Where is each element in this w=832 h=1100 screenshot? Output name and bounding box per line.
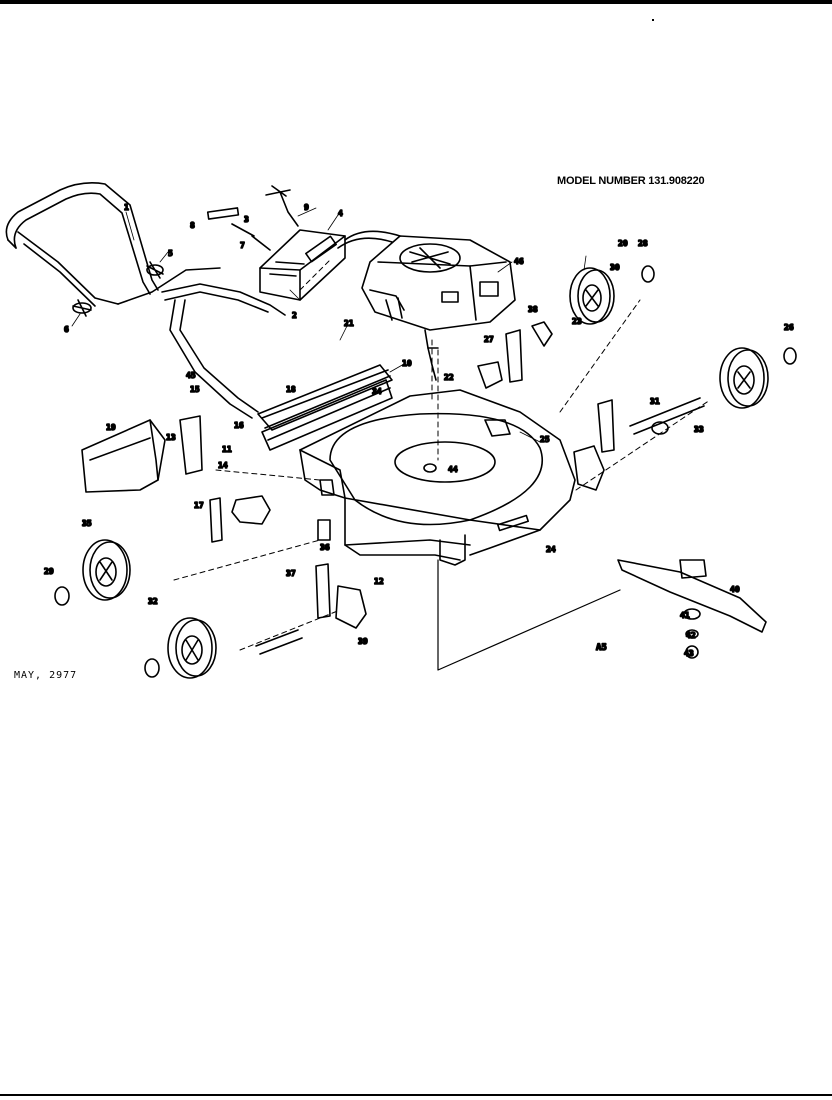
callout-33: 33 [694, 425, 704, 434]
callout-35: 35 [82, 519, 92, 528]
callout-3: 3 [244, 215, 249, 224]
blade-reference-line [437, 559, 621, 671]
callout-27: 27 [484, 335, 494, 344]
mulching-screen [257, 364, 393, 451]
top-border [0, 0, 832, 4]
callout-5: 5 [168, 249, 173, 258]
callout-45: 45 [186, 371, 196, 380]
engine [337, 230, 516, 381]
callout-6: 6 [64, 325, 69, 334]
callout-28: 28 [638, 239, 648, 248]
wheel-rear-left [144, 617, 303, 679]
callout-22: 22 [444, 373, 454, 382]
explosion-lines [173, 259, 711, 651]
callout-42: 42 [686, 631, 696, 640]
wheel-rear-right [629, 347, 797, 435]
callout-18: 18 [286, 385, 296, 394]
callout-38: 38 [528, 305, 538, 314]
callout-39: 39 [358, 637, 368, 646]
callout-2: 2 [292, 311, 297, 320]
discharge-chute [81, 419, 166, 493]
model-number-label: MODEL NUMBER 131.908220 [557, 175, 705, 187]
callout-21: 21 [344, 319, 354, 328]
callout-8: 8 [190, 221, 195, 230]
leader-lines [71, 207, 587, 443]
callout-25: 25 [540, 435, 550, 444]
callout-29: 29 [44, 567, 54, 576]
callout-1: 1 [124, 203, 129, 212]
height-adjust-brackets [179, 321, 615, 629]
callout-46: 46 [514, 257, 524, 266]
speck [652, 19, 654, 21]
callout-43: 43 [684, 649, 694, 658]
upper-handle [5, 182, 221, 307]
callout-24: 24 [546, 545, 556, 554]
starter-grip [206, 185, 299, 251]
lower-handle [161, 283, 286, 419]
callout-26: 26 [784, 323, 794, 332]
callout-11: 11 [222, 445, 232, 454]
callout-9: 9 [304, 203, 309, 212]
callout-19: 19 [106, 423, 116, 432]
callout-23: 23 [572, 317, 582, 326]
callout-32: 32 [148, 597, 158, 606]
bottom-border [0, 1094, 832, 1096]
callout-34: 34 [372, 387, 382, 396]
callout-13: 13 [166, 433, 176, 442]
blade-assembly [617, 559, 767, 659]
callout-15: 15 [190, 385, 200, 394]
callout-41: 41 [680, 611, 690, 620]
control-box [259, 229, 346, 301]
handle-knobs [72, 261, 164, 317]
callout-36: 36 [320, 543, 330, 552]
mower-deck [299, 389, 576, 566]
callout-16: 16 [234, 421, 244, 430]
callout-20: 20 [618, 239, 628, 248]
callout-14: 14 [218, 461, 228, 470]
callout-10: 10 [402, 359, 412, 368]
callout-12: 12 [374, 577, 384, 586]
callout-44: 44 [448, 465, 458, 474]
callout-30: 30 [610, 263, 620, 272]
callout-40: 40 [730, 585, 740, 594]
wheel-front-right [569, 265, 655, 325]
callout-31: 31 [650, 397, 660, 406]
callout-labels: 1 2 3 4 5 6 7 8 9 10 11 12 13 14 15 16 1… [43, 202, 794, 659]
callout-4: 4 [338, 209, 343, 218]
date-label: MAY, 2977 [14, 670, 78, 681]
callout-7: 7 [240, 241, 245, 250]
section-label: A5 [596, 643, 607, 653]
wheel-front-left [54, 539, 131, 606]
callout-17: 17 [194, 501, 204, 510]
callout-37: 37 [286, 569, 296, 578]
